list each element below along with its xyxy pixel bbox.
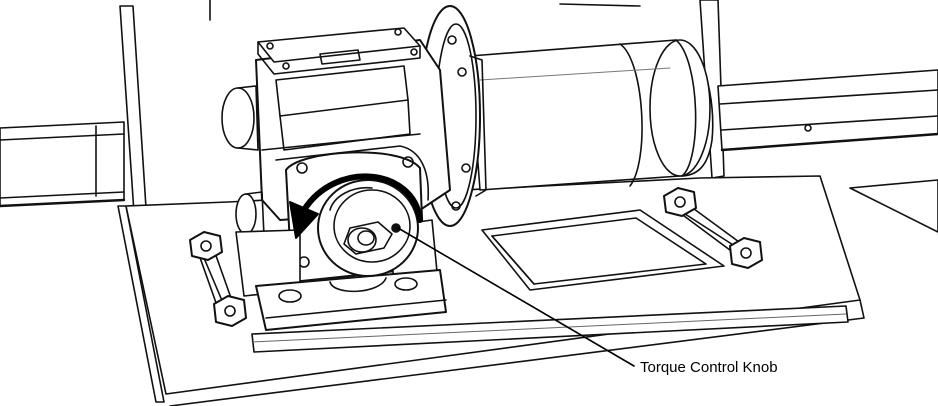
motor <box>469 39 714 191</box>
torque-knob <box>317 179 419 277</box>
torque-control-knob-label: Torque Control Knob <box>640 359 778 376</box>
callout-leader-line <box>397 227 635 367</box>
plate-recess <box>481 209 725 291</box>
right-rail <box>717 69 938 233</box>
right-adjust-rod <box>663 187 763 269</box>
left-adjust-rod <box>189 231 247 327</box>
rotation-arrow-icon <box>289 173 423 239</box>
left-rail <box>0 121 126 208</box>
